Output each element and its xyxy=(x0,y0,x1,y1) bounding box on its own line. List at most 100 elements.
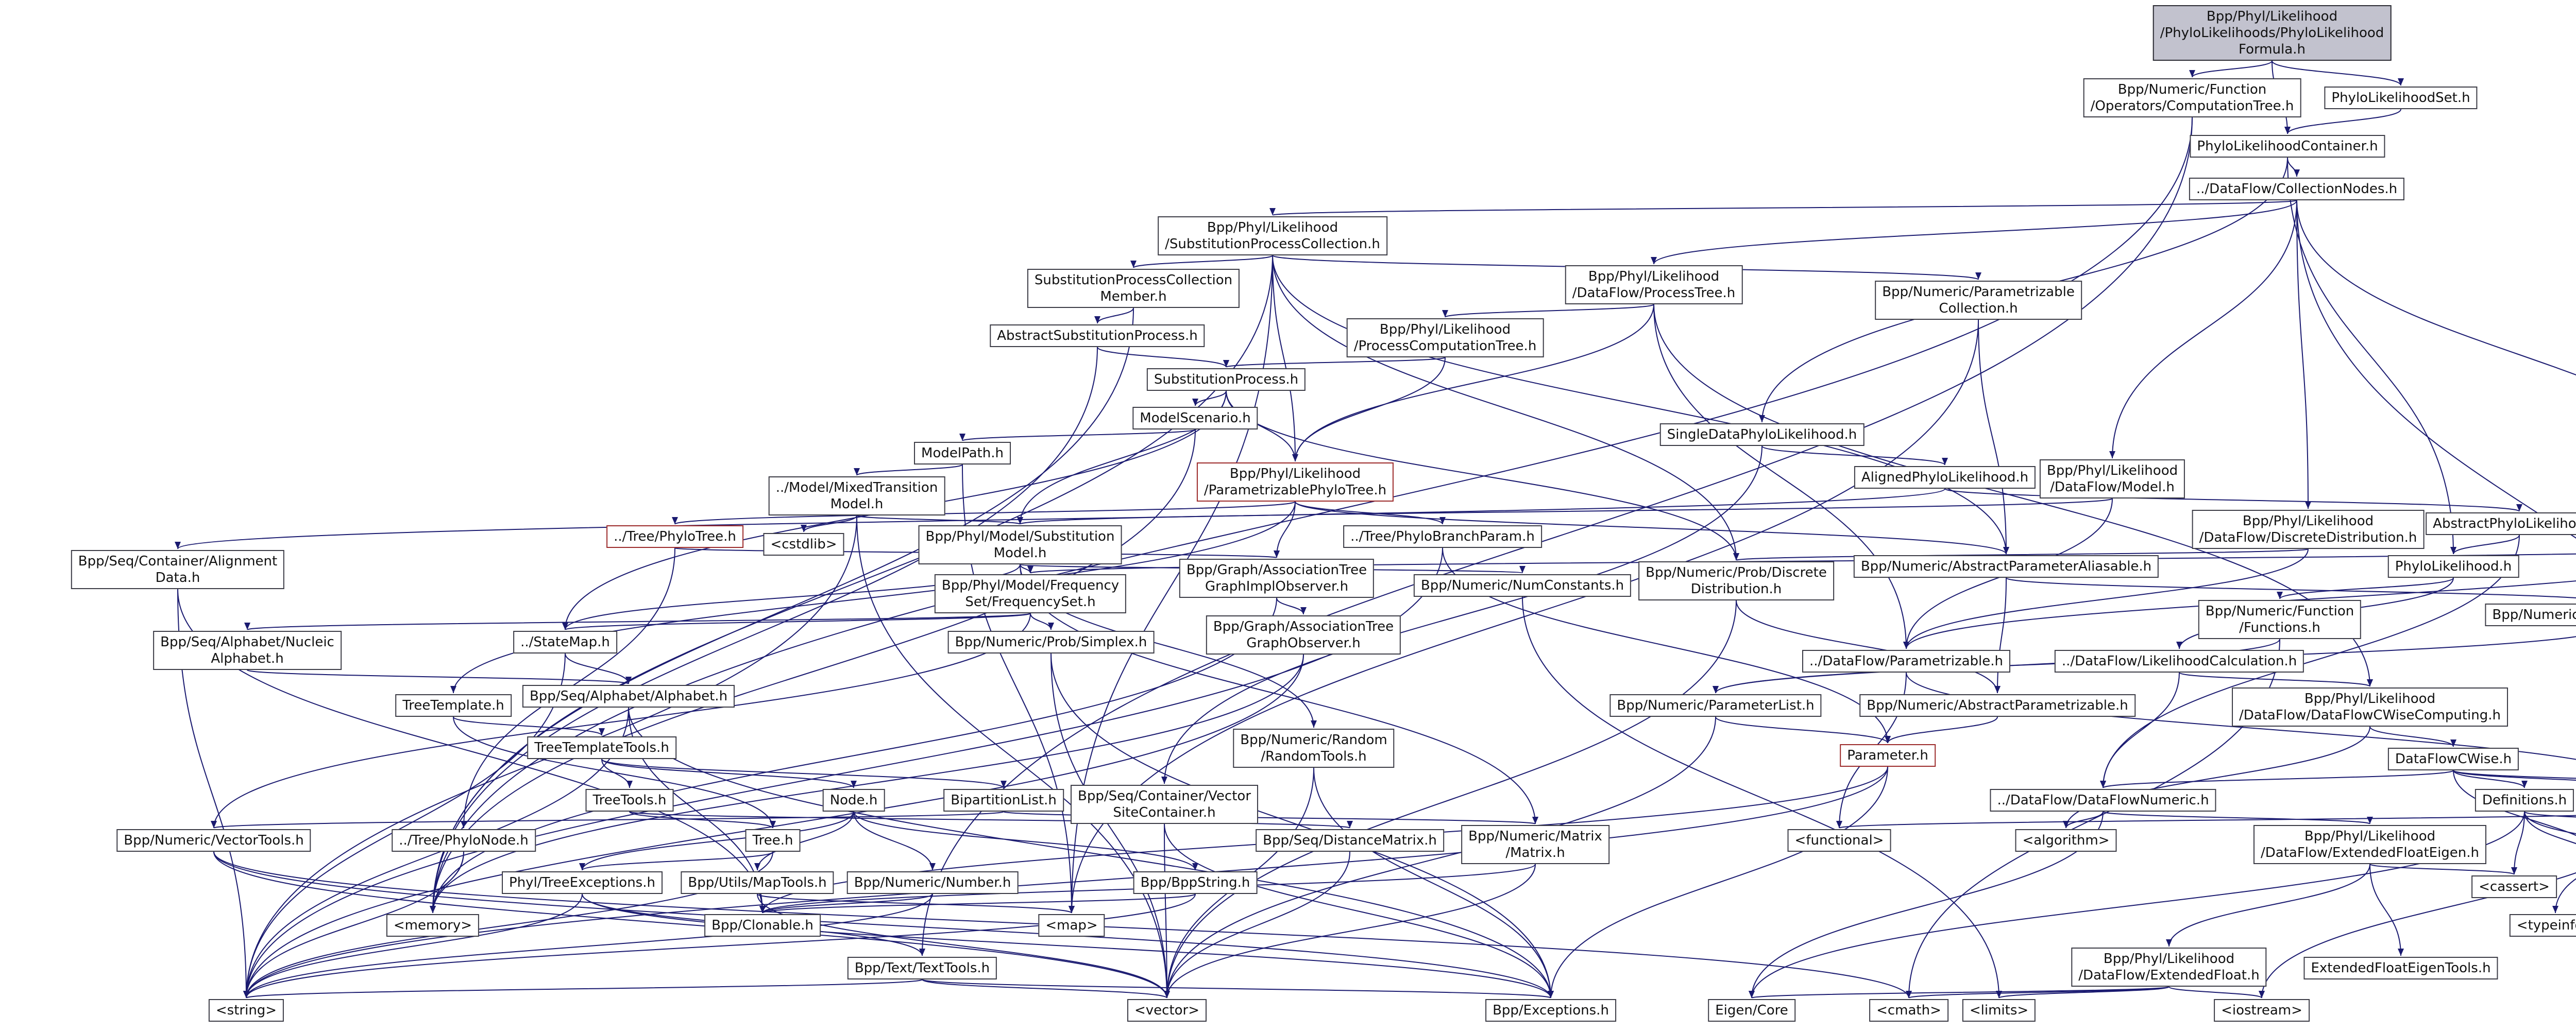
graph-node-modelscenario[interactable]: ModelScenario.h xyxy=(1132,407,1258,429)
dependency-edge-dfcwise-definitions xyxy=(2453,770,2528,788)
graph-node-alignedlik[interactable]: AlignedPhyloLikelihood.h xyxy=(1854,466,2036,489)
graph-node-label: GraphImplObserver.h xyxy=(1205,579,1349,594)
graph-node-collnodes[interactable]: ../DataFlow/CollectionNodes.h xyxy=(2189,178,2405,200)
graph-node-processtree[interactable]: Bpp/Phyl/Likelihood/DataFlow/ProcessTree… xyxy=(1565,265,1743,304)
graph-node-node[interactable]: Node.h xyxy=(822,789,885,812)
dependency-edge-dataflow-iostream xyxy=(2259,872,2576,999)
graph-node-label: <algorithm> xyxy=(2022,833,2110,848)
graph-node-ef[interactable]: Bpp/Phyl/Likelihood/DataFlow/ExtendedFlo… xyxy=(2071,948,2267,987)
dependency-edge-bipartition-matrix xyxy=(1003,811,1538,824)
graph-node-vectortools[interactable]: Bpp/Numeric/VectorTools.h xyxy=(116,829,311,852)
graph-node-treetemplatetools[interactable]: TreeTemplateTools.h xyxy=(527,736,676,759)
dependency-edge-modelscenario-memory xyxy=(430,429,1196,914)
graph-node-proccomptree[interactable]: Bpp/Phyl/Likelihood/ProcessComputationTr… xyxy=(1346,318,1544,357)
graph-node-stringinc[interactable]: <string> xyxy=(208,999,284,1022)
graph-node-modelpath[interactable]: ModelPath.h xyxy=(914,442,1011,465)
graph-node-typeinfo[interactable]: <typeinfo> xyxy=(2509,914,2576,937)
graph-node-phylolik[interactable]: PhyloLikelihood.h xyxy=(2387,555,2519,578)
graph-node-bppstring[interactable]: Bpp/BppString.h xyxy=(1133,871,1258,894)
graph-node-eigencore[interactable]: Eigen/Core xyxy=(1708,999,1795,1022)
graph-node-functions[interactable]: Bpp/Numeric/Function/Functions.h xyxy=(2198,600,2362,639)
graph-node-number[interactable]: Bpp/Numeric/Number.h xyxy=(846,871,1019,894)
dependency-edge-likcalc-dfnumeric xyxy=(2100,672,2180,788)
graph-node-paramlist[interactable]: Bpp/Numeric/ParameterList.h xyxy=(1609,694,1822,717)
graph-node-dfdiscrete[interactable]: Bpp/Phyl/Likelihood/DataFlow/DiscreteDis… xyxy=(2192,510,2425,549)
graph-node-limits[interactable]: <limits> xyxy=(1962,999,2036,1022)
graph-node-absparam[interactable]: Bpp/Numeric/AbstractParametrizable.h xyxy=(1859,694,2136,717)
dependency-edge-likcontainer-collnodes xyxy=(2287,157,2300,177)
dependency-edge-dataflow-functional xyxy=(1837,815,2576,829)
graph-node-label: <iostream> xyxy=(2221,1003,2302,1018)
graph-node-phylotree[interactable]: ../Tree/PhyloTree.h xyxy=(606,525,743,548)
graph-node-vectorinc[interactable]: <vector> xyxy=(1127,999,1207,1022)
graph-node-parameter[interactable]: Parameter.h xyxy=(1840,744,1936,767)
graph-node-dfcwisecomp[interactable]: Bpp/Phyl/Likelihood/DataFlow/DataFlowCWi… xyxy=(2232,687,2508,727)
graph-node-abstractsp[interactable]: AbstractSubstitutionProcess.h xyxy=(990,324,1205,347)
graph-node-paramalias[interactable]: Bpp/Numeric/ParameterAliasable.h xyxy=(2485,604,2576,626)
graph-node-randomtools[interactable]: Bpp/Numeric/Random/RandomTools.h xyxy=(1233,729,1395,768)
graph-node-cmath[interactable]: <cmath> xyxy=(1869,999,1948,1022)
graph-node-matrix[interactable]: Bpp/Numeric/Matrix/Matrix.h xyxy=(1461,825,1609,864)
graph-node-singledata[interactable]: SingleDataPhyloLikelihood.h xyxy=(1659,423,1865,446)
graph-node-clonable[interactable]: Bpp/Clonable.h xyxy=(704,914,821,937)
graph-node-treetools[interactable]: TreeTools.h xyxy=(585,789,674,812)
graph-node-dfcwise[interactable]: DataFlowCWise.h xyxy=(2387,748,2519,770)
graph-node-distancematrix[interactable]: Bpp/Seq/DistanceMatrix.h xyxy=(1256,829,1444,852)
graph-node-cstdlib[interactable]: <cstdlib> xyxy=(763,533,844,556)
dependency-edge-singledata-alignedlik xyxy=(1761,445,1948,466)
graph-node-phylonode[interactable]: ../Tree/PhyloNode.h xyxy=(392,829,536,852)
graph-node-texttools[interactable]: Bpp/Text/TextTools.h xyxy=(847,957,997,979)
graph-node-spcoll[interactable]: Bpp/Phyl/Likelihood/SubstitutionProcessC… xyxy=(1158,216,1387,255)
graph-node-cassert[interactable]: <cassert> xyxy=(2471,875,2557,898)
graph-node-functional[interactable]: <functional> xyxy=(1787,829,1891,852)
graph-node-simplex[interactable]: Bpp/Numeric/Prob/Simplex.h xyxy=(947,631,1155,653)
graph-node-statemap[interactable]: ../StateMap.h xyxy=(513,631,617,653)
graph-node-likset[interactable]: PhyloLikelihoodSet.h xyxy=(2324,87,2478,109)
graph-node-label: Bpp/Numeric/Random xyxy=(1240,732,1387,748)
graph-node-paramtree[interactable]: Bpp/Phyl/Likelihood/ParametrizablePhyloT… xyxy=(1196,462,1394,502)
graph-node-iostream[interactable]: <iostream> xyxy=(2214,999,2310,1022)
graph-node-eft[interactable]: ExtendedFloatEigenTools.h xyxy=(2303,957,2498,979)
graph-node-dfmodel[interactable]: Bpp/Phyl/Likelihood/DataFlow/Model.h xyxy=(2039,459,2185,498)
graph-node-likcontainer[interactable]: PhyloLikelihoodContainer.h xyxy=(2190,135,2385,158)
graph-node-maptools[interactable]: Bpp/Utils/MapTools.h xyxy=(681,871,834,894)
graph-node-dfparam[interactable]: ../DataFlow/Parametrizable.h xyxy=(1802,650,2011,673)
graph-node-label: AbstractSubstitutionProcess.h xyxy=(997,328,1198,343)
graph-node-treetemplate[interactable]: TreeTemplate.h xyxy=(395,694,512,717)
graph-node-mapinc[interactable]: <map> xyxy=(1038,914,1105,937)
graph-node-definitions[interactable]: Definitions.h xyxy=(2475,789,2574,812)
graph-node-likcalc[interactable]: ../DataFlow/LikelihoodCalculation.h xyxy=(2054,650,2304,673)
dependency-edge-proccomptree-subprocess xyxy=(1223,357,1446,368)
graph-node-branchparam[interactable]: ../Tree/PhyloBranchParam.h xyxy=(1343,525,1542,548)
graph-node-formula[interactable]: Bpp/Phyl/Likelihood/PhyloLikelihoods/Phy… xyxy=(2153,5,2392,61)
graph-node-treeexceptions[interactable]: Phyl/TreeExceptions.h xyxy=(502,871,663,894)
graph-node-algorithm[interactable]: <algorithm> xyxy=(2015,829,2117,852)
graph-node-memory[interactable]: <memory> xyxy=(386,914,480,937)
dependency-edge-freqset-nucalphabet xyxy=(245,613,1031,630)
graph-node-subprocess[interactable]: SubstitutionProcess.h xyxy=(1146,368,1306,391)
graph-node-abstractlik[interactable]: AbstractPhyloLikelihood.h xyxy=(2426,512,2576,535)
graph-node-treeh[interactable]: Tree.h xyxy=(745,829,801,852)
dependency-edge-mixedmodel-vectorinc xyxy=(856,515,1170,999)
graph-node-absparamalias[interactable]: Bpp/Numeric/AbstractParameterAliasable.h xyxy=(1853,555,2159,578)
graph-node-efe[interactable]: Bpp/Phyl/Likelihood/DataFlow/ExtendedFlo… xyxy=(2253,825,2487,864)
graph-node-exceptions[interactable]: Bpp/Exceptions.h xyxy=(1485,999,1616,1022)
graph-node-alphabet[interactable]: Bpp/Seq/Alphabet/Alphabet.h xyxy=(522,685,735,708)
graph-node-bipartition[interactable]: BipartitionList.h xyxy=(943,789,1064,812)
graph-node-comptree[interactable]: Bpp/Numeric/Function/Operators/Computati… xyxy=(2083,78,2301,117)
graph-node-numconstants[interactable]: Bpp/Numeric/NumConstants.h xyxy=(1413,574,1632,597)
dependency-edge-dfcwisecomp-algorithm xyxy=(2063,726,2370,829)
graph-node-label: Bpp/Phyl/Likelihood xyxy=(1379,322,1511,337)
graph-node-dfnumeric[interactable]: ../DataFlow/DataFlowNumeric.h xyxy=(1990,789,2216,812)
